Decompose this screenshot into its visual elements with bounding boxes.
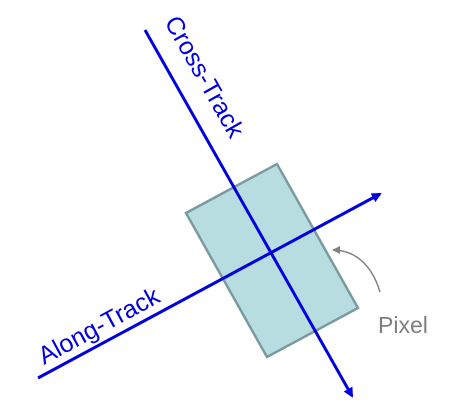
along-track-axis xyxy=(37,192,382,380)
along-track-label: Along-Track xyxy=(34,282,165,371)
pixel-leader-arrow xyxy=(332,246,381,293)
pixel-label: Pixel xyxy=(378,312,428,338)
cross-track-axis xyxy=(143,29,354,398)
pixel-footprint xyxy=(184,162,360,359)
